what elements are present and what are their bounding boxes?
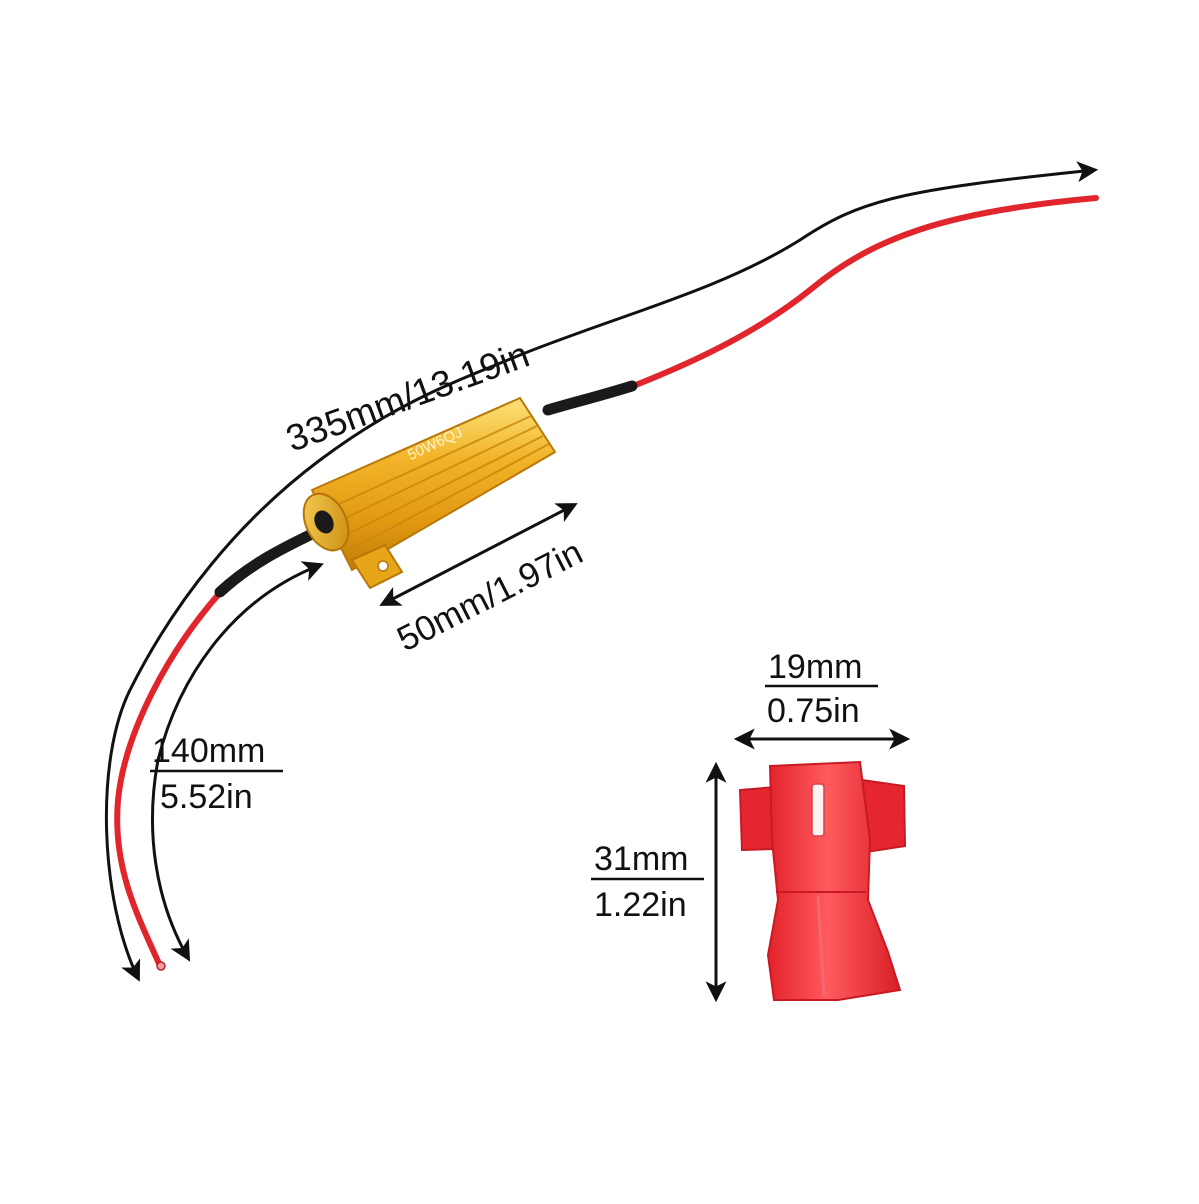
connector-width-mm: 19mm — [768, 648, 862, 686]
wire-end-tip — [156, 961, 166, 971]
connector-width-in: 0.75in — [767, 692, 860, 730]
connector-height-in: 1.22in — [594, 886, 687, 924]
connector-groove — [816, 895, 826, 997]
lead-length-mm: 140mm — [152, 732, 265, 770]
resistor-length-line — [379, 503, 578, 606]
resistor-length-label: 50mm/1.97in — [391, 533, 589, 660]
mounting-hole — [377, 560, 389, 572]
lead-length-line — [151, 561, 324, 962]
connector-body — [766, 760, 902, 1001]
connector-slot — [811, 783, 825, 837]
red-wire-right — [625, 195, 1099, 391]
heat-shrink-right — [542, 380, 638, 416]
tap-connector — [738, 760, 907, 1001]
lead-length-in: 5.52in — [160, 778, 253, 816]
total-length-line — [104, 161, 1099, 982]
connector-height-mm: 31mm — [594, 840, 688, 878]
